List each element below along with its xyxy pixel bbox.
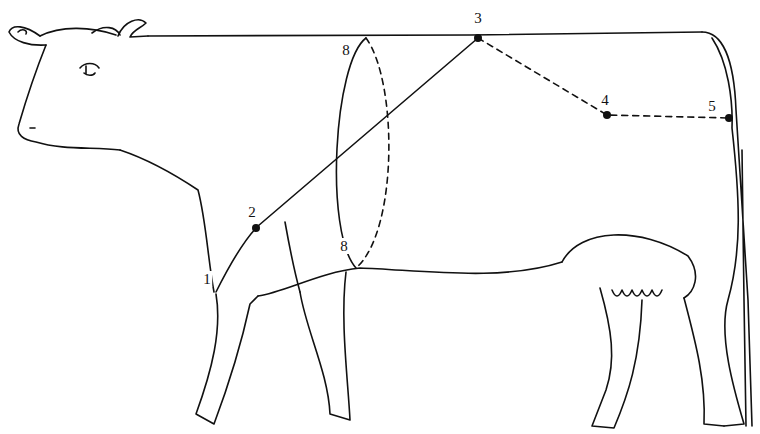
measure-point	[474, 34, 482, 42]
girth-line	[336, 38, 366, 268]
callout-number: 5	[707, 98, 717, 114]
tail-outline	[702, 32, 752, 426]
leg-outline	[684, 298, 724, 426]
callout-number: 8	[341, 42, 351, 58]
neck-outline	[120, 150, 214, 292]
leg-outline	[592, 288, 642, 428]
eye-mark	[80, 64, 99, 76]
callout-number: 8	[339, 238, 349, 254]
udder-outline	[562, 235, 696, 298]
face-outline	[18, 45, 120, 150]
rump-outline	[712, 38, 744, 426]
measure-point	[252, 224, 260, 232]
leg-outline	[196, 294, 258, 424]
ear-outline	[92, 27, 120, 35]
measure-line	[478, 38, 729, 118]
measure-line	[216, 38, 478, 292]
callout-number: 3	[473, 10, 483, 26]
girth-line	[356, 38, 389, 268]
nostril-mark	[30, 127, 35, 129]
horn-outline	[118, 20, 148, 37]
head-outline	[40, 28, 116, 36]
callout-number: 2	[247, 204, 257, 220]
shoulder-outline	[285, 222, 300, 292]
callout-number: 4	[600, 92, 610, 108]
measure-point	[603, 111, 611, 119]
measure-point	[725, 114, 733, 122]
teat-outline	[612, 290, 662, 296]
leg-outline	[300, 272, 350, 420]
ear-outline	[9, 27, 46, 45]
belly-outline	[258, 262, 562, 296]
callout-number: 1	[202, 271, 212, 287]
back-outline	[148, 32, 702, 36]
